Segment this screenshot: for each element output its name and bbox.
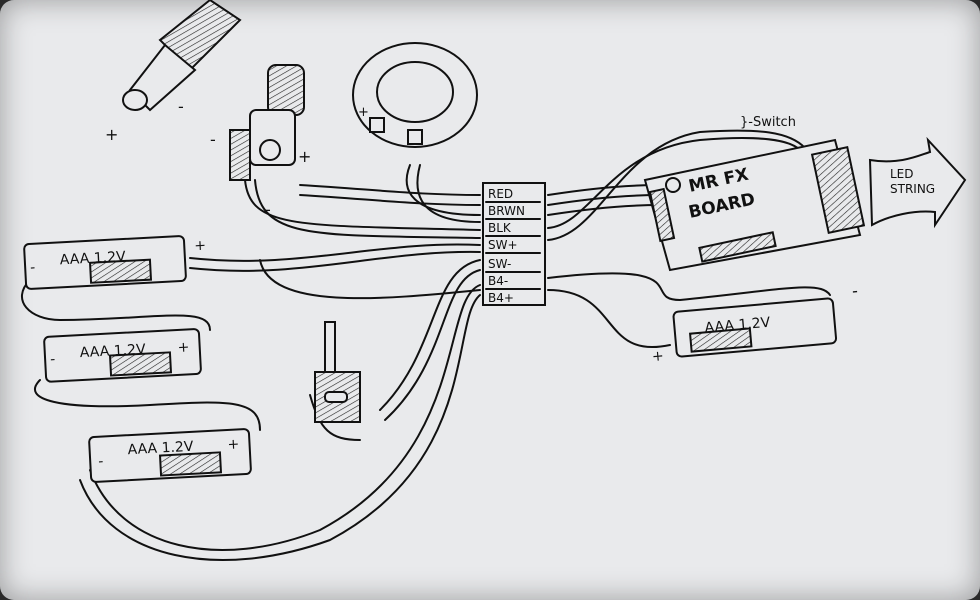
toggle-switch bbox=[314, 321, 361, 423]
battery-label: AAA 1.2V bbox=[59, 249, 126, 268]
pin-red: RED bbox=[488, 187, 513, 201]
ring-button: + bbox=[352, 42, 478, 148]
led-label-line2: STRING bbox=[890, 182, 935, 196]
battery-plus: + bbox=[651, 348, 664, 365]
battery-label: AAA 1.2V bbox=[704, 315, 771, 337]
pin-sw-minus: SW- bbox=[488, 257, 511, 271]
battery-label: AAA 1.2V bbox=[127, 439, 194, 458]
battery-4: + AAA 1.2V - bbox=[651, 281, 858, 365]
pin-b4-plus: B4+ bbox=[488, 291, 514, 305]
battery-plus: + bbox=[177, 339, 190, 356]
battery-minus: - bbox=[98, 454, 104, 470]
controller-board: MR FX BOARD }-Switch bbox=[643, 115, 866, 272]
dc-plug: + - bbox=[105, 0, 242, 144]
battery-label: AAA 1.2V bbox=[79, 342, 146, 361]
jack-minus-sign-2: - bbox=[265, 200, 271, 219]
ring-plus-sign: + bbox=[358, 105, 369, 120]
pin-sw-plus: SW+ bbox=[488, 238, 518, 252]
pin-brwn: BRWN bbox=[488, 204, 525, 218]
jack-minus-sign: - bbox=[210, 130, 216, 149]
battery-1: - AAA 1.2V + bbox=[23, 235, 207, 290]
led-label-line1: LED bbox=[890, 167, 914, 181]
pin-blk: BLK bbox=[488, 221, 512, 235]
jack-plus-sign: + bbox=[298, 147, 311, 166]
connector-block: RED BRWN BLK SW+ SW- B4- B4+ bbox=[482, 182, 546, 306]
battery-minus: - bbox=[30, 260, 36, 276]
wires bbox=[20, 129, 831, 561]
battery-plus: + bbox=[194, 238, 207, 255]
battery-minus: - bbox=[851, 281, 858, 300]
battery-minus: - bbox=[50, 351, 56, 367]
plug-minus-sign: - bbox=[178, 97, 184, 116]
battery-2: - AAA 1.2V + bbox=[43, 328, 202, 383]
dc-jack: - + - bbox=[210, 64, 311, 219]
switch-label: }-Switch bbox=[740, 115, 796, 130]
battery-3: - AAA 1.2V + bbox=[88, 428, 252, 483]
plug-plus-sign: + bbox=[105, 125, 118, 144]
led-string-arrow: LED STRING bbox=[868, 136, 967, 229]
pin-b4-minus: B4- bbox=[488, 274, 508, 288]
battery-plus: + bbox=[227, 436, 240, 453]
